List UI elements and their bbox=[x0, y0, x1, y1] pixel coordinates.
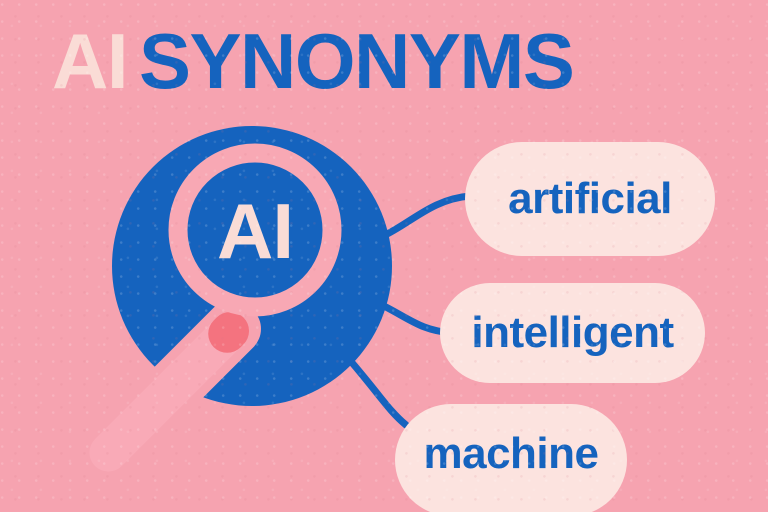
connector-to-machine bbox=[344, 354, 410, 429]
synonym-label: artificial bbox=[508, 174, 672, 223]
magnifier-handle bbox=[89, 311, 250, 472]
synonym-label: intelligent bbox=[471, 308, 674, 357]
synonym-pill-intelligent[interactable]: intelligent bbox=[440, 283, 705, 383]
magnifier-lens-ring bbox=[168, 143, 342, 317]
lens-ai-label: AI bbox=[217, 187, 293, 275]
magnifier-handle-accent bbox=[208, 311, 250, 353]
synonym-label: machine bbox=[423, 429, 599, 478]
title-highlight: AI bbox=[52, 17, 129, 105]
synonym-pill-machine[interactable]: machine bbox=[395, 404, 627, 512]
title-main: SYNONYMS bbox=[139, 17, 575, 105]
synonym-pill-artificial[interactable]: artificial bbox=[465, 142, 715, 256]
